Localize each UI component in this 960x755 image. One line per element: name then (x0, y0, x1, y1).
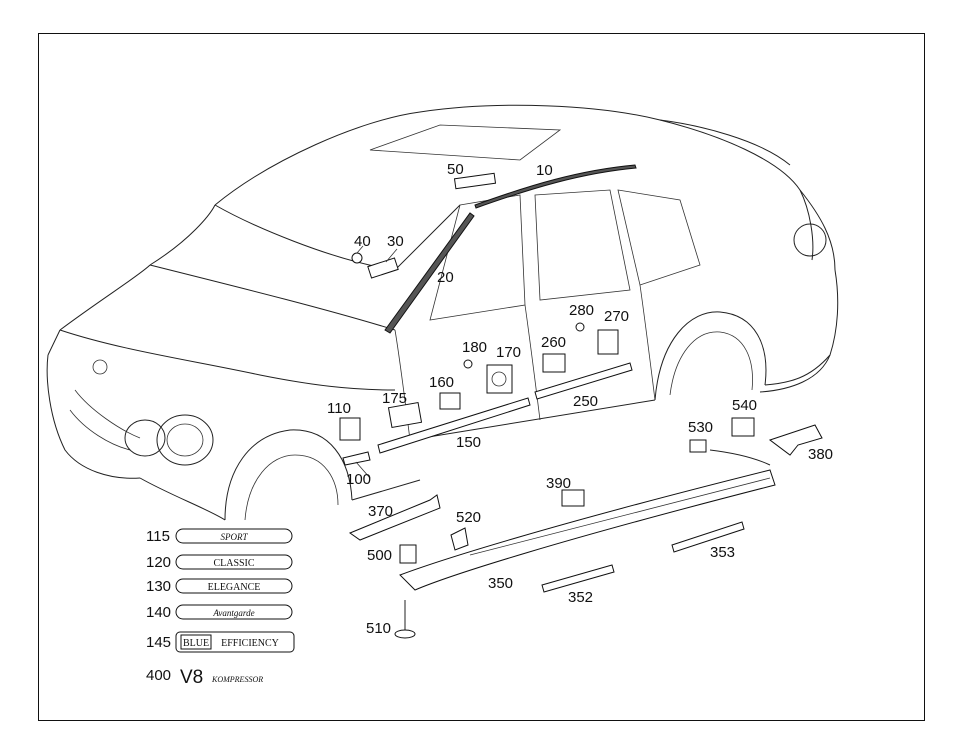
callout-170: 170 (496, 344, 521, 361)
leader-lines (355, 245, 398, 479)
callout-150: 150 (456, 434, 481, 451)
callout-352: 352 (568, 589, 593, 606)
badge-number: 115 (146, 528, 170, 545)
callout-20: 20 (437, 269, 454, 286)
badge-number: 130 (146, 578, 171, 595)
callout-390: 390 (546, 475, 571, 492)
callout-30: 30 (387, 233, 404, 250)
badge-label-v8: V8 (180, 667, 203, 688)
badge-number: 400 (146, 667, 171, 684)
badge-blue-box (180, 634, 212, 650)
callout-260: 260 (541, 334, 566, 351)
badge-label: Avantgarde (212, 608, 254, 618)
badge-label-kompressor: KOMPRESSOR (211, 675, 263, 684)
callout-50: 50 (447, 161, 464, 178)
car-outline (46, 104, 839, 521)
badge-label: ELEGANCE (208, 582, 261, 593)
callout-350: 350 (488, 575, 513, 592)
callout-110: 110 (327, 400, 351, 417)
callout-520: 520 (456, 509, 481, 526)
callout-370: 370 (368, 503, 393, 520)
badge-shape (175, 554, 293, 570)
badge-shape (175, 528, 293, 544)
badge-label: SPORT (221, 532, 249, 542)
badge-number: 140 (146, 604, 171, 621)
callout-10: 10 (536, 162, 553, 179)
callout-280: 280 (569, 302, 594, 319)
badge-shape (175, 578, 293, 594)
badge-label-efficiency: EFFICIENCY (221, 638, 279, 649)
callout-540: 540 (732, 397, 757, 414)
badge-label-blue: BLUE (183, 638, 209, 649)
callout-100: 100 (346, 471, 371, 488)
callout-40: 40 (354, 233, 371, 250)
callout-180: 180 (462, 339, 487, 356)
callout-250: 250 (573, 393, 598, 410)
callout-500: 500 (367, 547, 392, 564)
badge-legend: 115 SPORT 120 CLASSIC 130 ELEGANCE 140 A… (146, 528, 295, 688)
badge-label: CLASSIC (213, 558, 254, 569)
callout-510: 510 (366, 620, 391, 637)
badge-number: 120 (146, 554, 171, 571)
callout-175: 175 (382, 390, 407, 407)
callout-labels: 10 20 30 40 50 100 110 150 160 170 175 1… (327, 161, 833, 637)
callout-530: 530 (688, 419, 713, 436)
callout-380: 380 (808, 446, 833, 463)
callout-270: 270 (604, 308, 629, 325)
callout-160: 160 (429, 374, 454, 391)
badge-number: 145 (146, 634, 171, 651)
badge-shape (175, 604, 293, 620)
trim-parts (339, 164, 823, 639)
callout-353: 353 (710, 544, 735, 561)
